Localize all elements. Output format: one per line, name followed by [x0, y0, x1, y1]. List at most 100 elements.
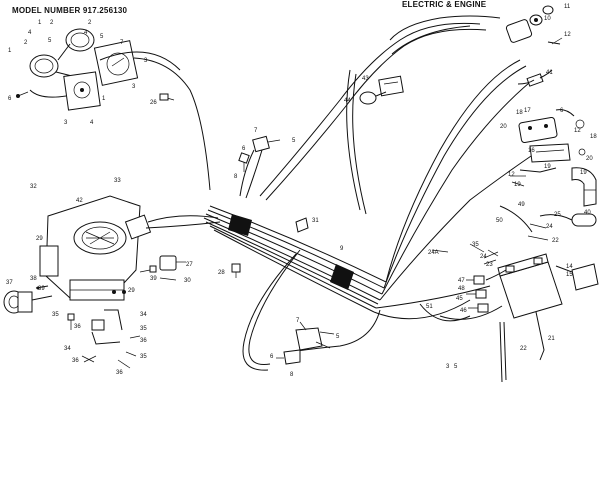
callout-5b: 5 [100, 34, 104, 40]
callout-19: 19 [544, 164, 551, 170]
callout-29: 29 [36, 236, 43, 242]
callout-34: 34 [140, 312, 147, 318]
callout-1: 1 [38, 20, 42, 26]
callout-4: 4 [28, 30, 32, 36]
wires-24a-35 [431, 243, 499, 257]
callout-2: 2 [50, 20, 54, 26]
callout-37: 37 [6, 280, 13, 286]
callout-34b: 34 [64, 346, 71, 352]
callout-39: 39 [38, 286, 45, 292]
callout-40: 40 [584, 210, 591, 216]
relay-27 [139, 255, 186, 281]
callout-44: 44 [344, 98, 351, 104]
plug-43-lamp-44 [359, 75, 404, 105]
callout-21: 21 [548, 336, 555, 342]
callout-9: 9 [340, 246, 344, 252]
callout-3: 3 [144, 58, 148, 64]
callout-12: 12 [564, 32, 571, 38]
callout-7b: 7 [254, 128, 258, 134]
fuse-holder-41 [517, 69, 553, 87]
callout-36c: 36 [72, 358, 79, 364]
callout-36d: 36 [116, 370, 123, 376]
connector-28 [231, 263, 241, 278]
callout-26: 26 [150, 100, 157, 106]
callout-35: 35 [52, 312, 59, 318]
callout-35c: 35 [140, 354, 147, 360]
callout-46: 46 [460, 308, 467, 314]
callout-8b: 8 [290, 372, 294, 378]
callout-27: 27 [186, 262, 193, 268]
callout-10: 10 [544, 16, 551, 22]
headlight-right [65, 28, 95, 52]
callout-3d: 3 [446, 364, 450, 370]
callout-42: 42 [76, 198, 83, 204]
battery-cover-14 [571, 263, 599, 291]
callout-1c: 1 [102, 96, 106, 102]
callout-20b: 20 [586, 156, 593, 162]
callout-4c: 4 [90, 120, 94, 126]
callout-16: 16 [528, 148, 535, 154]
battery [497, 253, 599, 383]
callout-5: 5 [48, 38, 52, 44]
callout-12b: 12 [574, 128, 581, 134]
callout-18b: 18 [590, 134, 597, 140]
callout-35b: 35 [140, 326, 147, 332]
callout-41: 41 [546, 70, 553, 76]
callout-50: 50 [496, 218, 503, 224]
callout-39b: 39 [150, 276, 157, 282]
callout-8: 8 [234, 174, 238, 180]
coil [124, 214, 152, 240]
engine-assembly [39, 195, 221, 301]
callout-2b: 2 [24, 40, 28, 46]
callout-3b: 3 [132, 84, 136, 90]
callout-51: 51 [426, 304, 433, 310]
callout-22b: 22 [520, 346, 527, 352]
callout-47: 47 [458, 278, 465, 284]
callout-1b: 1 [8, 48, 12, 54]
gauge-assembly [16, 28, 211, 191]
callout-5c: 5 [292, 138, 296, 144]
callout-31: 31 [312, 218, 319, 224]
section-title: ELECTRIC & ENGINE [402, 0, 487, 9]
callout-45: 45 [456, 296, 463, 302]
muffler-guard [39, 245, 59, 277]
harness-tape-2 [330, 264, 354, 290]
switch-9 [276, 321, 335, 365]
callout-19c: 19 [580, 170, 587, 176]
headlight-left [29, 54, 59, 78]
ignition-switch [505, 5, 563, 45]
callout-36: 36 [74, 324, 81, 330]
callout-15: 15 [566, 272, 573, 278]
callout-33: 33 [114, 178, 121, 184]
callout-49: 49 [518, 202, 525, 208]
callout-11: 11 [564, 4, 571, 10]
callout-6c: 6 [270, 354, 274, 360]
callout-20: 20 [500, 124, 507, 130]
callout-4b: 4 [84, 30, 88, 36]
callout-6: 6 [8, 96, 12, 102]
harness-tape-1 [228, 214, 252, 236]
cable-clips [499, 205, 597, 241]
battery-terminals [419, 251, 507, 322]
callout-24b: 24 [480, 254, 487, 260]
clip-31 [295, 217, 309, 233]
main-wire-harness [203, 59, 541, 371]
callout-24a: 24A [428, 250, 439, 256]
callout-14: 14 [566, 264, 573, 270]
engine-hardware [67, 290, 141, 369]
callout-29b: 29 [128, 288, 135, 294]
callout-36b: 36 [140, 338, 147, 344]
callout-3c: 3 [64, 120, 68, 126]
callout-7: 7 [120, 40, 124, 46]
callout-5d: 5 [336, 334, 340, 340]
callout-38: 38 [30, 276, 37, 282]
upper-harness-loop [259, 15, 501, 215]
callout-6b: 6 [242, 146, 246, 152]
callout-labels: 1 2 4 5 2 1 2 4 5 7 3 3 1 6 3 4 26 7 5 6… [6, 4, 597, 378]
callout-7c: 7 [296, 318, 300, 324]
callout-12c: 12 [508, 172, 515, 178]
starter-motor [3, 285, 53, 314]
callout-35d: 35 [472, 242, 479, 248]
callout-25: 25 [554, 212, 561, 218]
